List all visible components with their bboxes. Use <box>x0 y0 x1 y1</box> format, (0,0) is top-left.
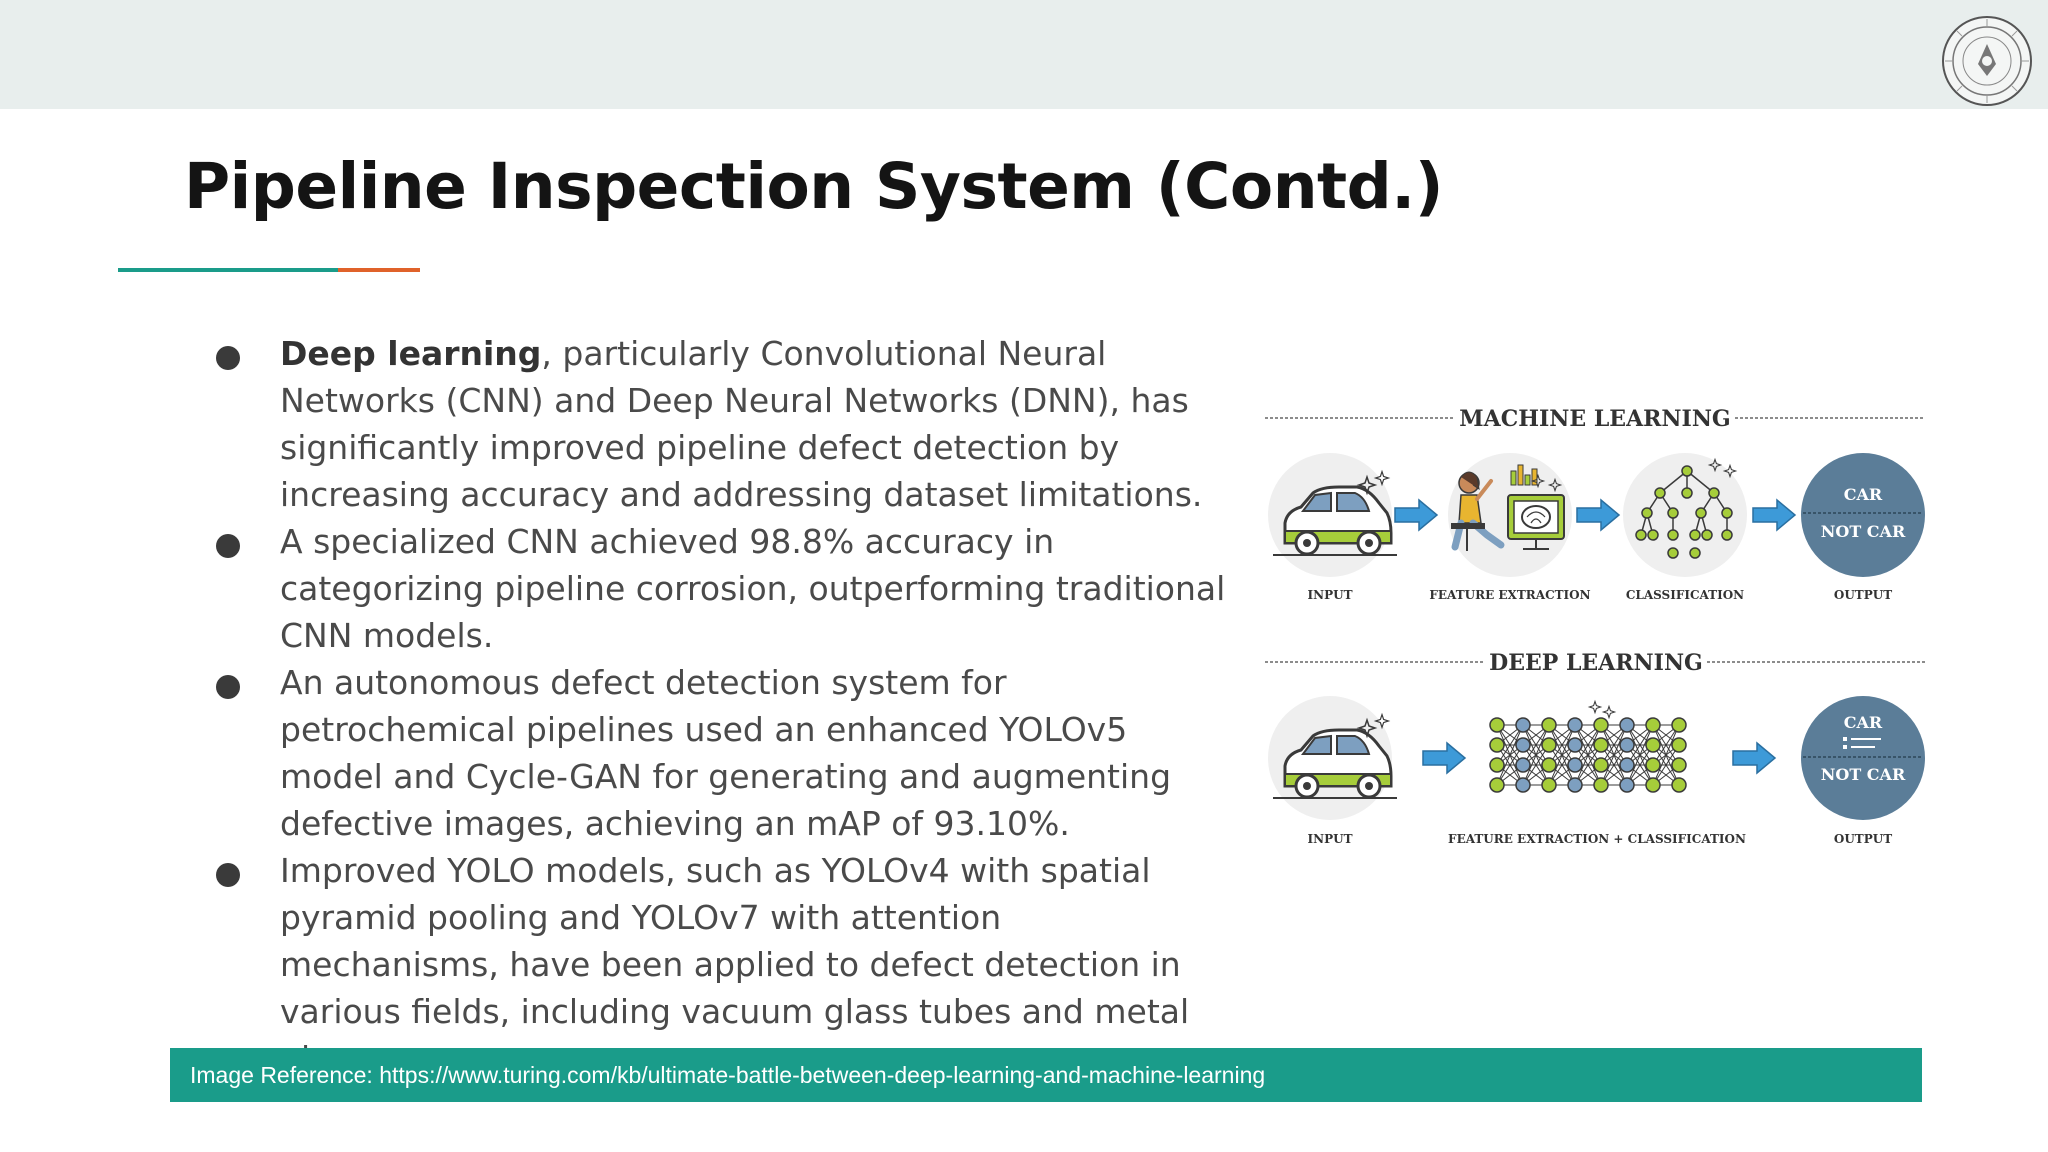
decision-tree-icon <box>1635 465 1733 559</box>
network-node <box>1515 737 1531 753</box>
bullet-item: An autonomous defect detection system fo… <box>210 659 1230 847</box>
arrow-right-icon <box>1394 499 1438 531</box>
image-reference-footer: Image Reference: https://www.turing.com/… <box>170 1048 1922 1102</box>
network-node <box>1567 777 1583 793</box>
ml-label-output: OUTPUT <box>1834 588 1892 602</box>
network-node <box>1489 757 1505 773</box>
dl-label-feature-extraction-classification: FEATURE EXTRACTION + CLASSIFICATION <box>1448 832 1746 846</box>
bullet-text: , particularly Convolutional Neural Netw… <box>280 334 1203 514</box>
institute-logo-icon <box>1942 16 2032 106</box>
network-node <box>1619 717 1635 733</box>
ml-label-feature-extraction: FEATURE EXTRACTION <box>1429 588 1590 602</box>
dl-output-not-car: NOT CAR <box>1821 765 1906 784</box>
ml-output-circle <box>1801 453 1925 577</box>
bullet-dot-icon <box>216 675 240 699</box>
network-node <box>1671 777 1687 793</box>
network-node <box>1671 717 1687 733</box>
network-node <box>1671 757 1687 773</box>
bullet-text: An autonomous defect detection system fo… <box>280 663 1172 843</box>
network-node <box>1567 717 1583 733</box>
network-node <box>1489 777 1505 793</box>
slide-title: Pipeline Inspection System (Contd.) <box>184 150 1444 223</box>
network-node <box>1645 737 1661 753</box>
ml-output-car: CAR <box>1844 485 1883 504</box>
dl-output-car: CAR <box>1844 713 1883 732</box>
network-node <box>1489 737 1505 753</box>
network-node <box>1541 777 1557 793</box>
network-node <box>1515 717 1531 733</box>
bullet-dot-icon <box>216 863 240 887</box>
bullet-list: Deep learning, particularly Convolutiona… <box>210 330 1230 1082</box>
network-node <box>1619 757 1635 773</box>
list-lines-icon <box>1843 737 1881 749</box>
bullet-item: Deep learning, particularly Convolutiona… <box>210 330 1230 518</box>
neural-network-icon <box>1489 717 1687 793</box>
bullet-text: A specialized CNN achieved 98.8% accurac… <box>280 522 1226 655</box>
dl-title: DEEP LEARNING <box>1489 650 1703 676</box>
top-bar <box>0 0 2048 109</box>
network-node <box>1645 777 1661 793</box>
network-node <box>1619 737 1635 753</box>
dl-label-input: INPUT <box>1308 832 1353 846</box>
network-node <box>1619 777 1635 793</box>
arrow-right-icon <box>1422 742 1466 774</box>
network-node <box>1567 737 1583 753</box>
ml-output-not-car: NOT CAR <box>1821 522 1906 541</box>
network-node <box>1671 737 1687 753</box>
network-node <box>1541 757 1557 773</box>
arrow-right-icon <box>1576 499 1620 531</box>
arrow-right-icon <box>1732 742 1776 774</box>
network-node <box>1593 737 1609 753</box>
network-node <box>1645 757 1661 773</box>
dl-output-circle <box>1801 696 1925 820</box>
network-node <box>1489 717 1505 733</box>
network-node <box>1541 737 1557 753</box>
ml-label-classification: CLASSIFICATION <box>1626 588 1744 602</box>
bullet-text: Improved YOLO models, such as YOLOv4 wit… <box>280 851 1190 1078</box>
bullet-dot-icon <box>216 346 240 370</box>
ml-label-input: INPUT <box>1308 588 1353 602</box>
network-node <box>1515 757 1531 773</box>
title-underline-orange <box>338 268 420 272</box>
bullet-item: A specialized CNN achieved 98.8% accurac… <box>210 518 1230 659</box>
ml-vs-dl-diagram: MACHINE LEARNING <box>1265 406 1925 846</box>
dl-label-output: OUTPUT <box>1834 832 1892 846</box>
title-underline-teal <box>118 268 338 272</box>
network-node <box>1593 717 1609 733</box>
ml-title: MACHINE LEARNING <box>1459 406 1730 432</box>
network-node <box>1593 777 1609 793</box>
bullet-bold-text: Deep learning <box>280 334 542 373</box>
person-at-computer-icon <box>1451 464 1565 551</box>
network-node <box>1567 757 1583 773</box>
bullet-dot-icon <box>216 534 240 558</box>
arrow-right-icon <box>1752 499 1796 531</box>
network-node <box>1515 777 1531 793</box>
network-node <box>1593 757 1609 773</box>
network-node <box>1541 717 1557 733</box>
bullet-item: Improved YOLO models, such as YOLOv4 wit… <box>210 847 1230 1082</box>
network-node <box>1645 717 1661 733</box>
